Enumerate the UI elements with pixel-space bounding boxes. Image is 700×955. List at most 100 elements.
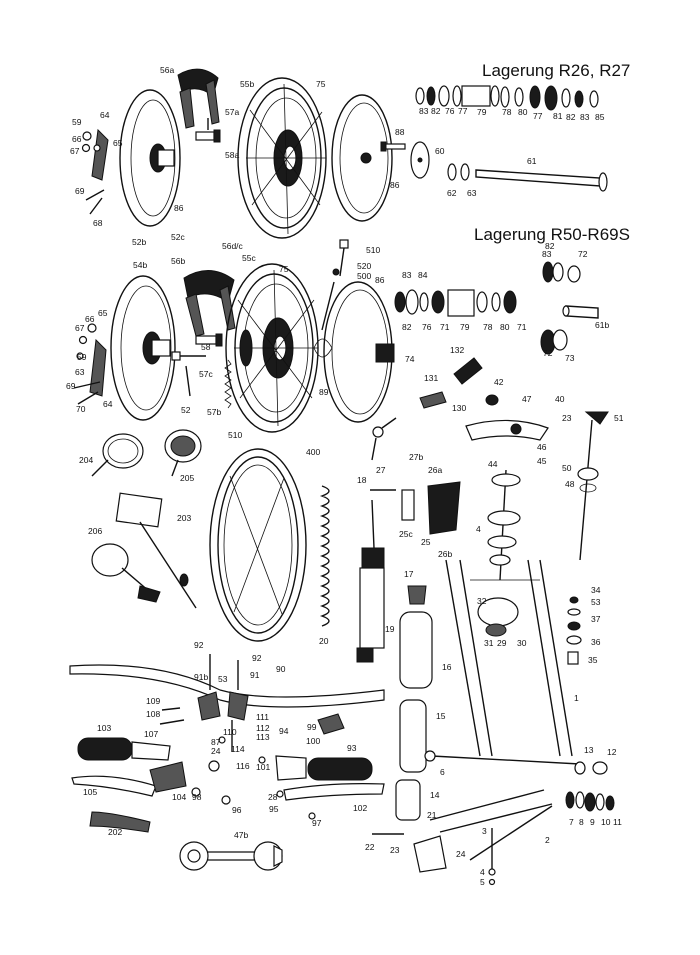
switch-104 (149, 761, 187, 793)
callout-100: 100 (306, 736, 320, 746)
lever-99 (317, 713, 345, 735)
callout-68: 68 (93, 218, 103, 228)
callout-34: 34 (591, 585, 601, 595)
callout-109: 109 (146, 696, 160, 706)
callout-83: 83 (580, 112, 590, 122)
callout-40: 40 (555, 394, 565, 404)
mirror-206 (91, 543, 161, 603)
callout-102: 102 (353, 803, 367, 813)
swing-arm-2 (372, 789, 553, 873)
callout-77: 77 (533, 111, 543, 121)
callout-82: 82 (545, 241, 555, 251)
callout-104: 104 (172, 792, 186, 802)
callout-80: 80 (500, 322, 510, 332)
callout-108: 108 (146, 709, 160, 719)
spacer-tube-61b (562, 305, 599, 319)
callout-25c: 25c (399, 529, 413, 539)
callout-96: 96 (232, 805, 242, 815)
callout-84: 84 (418, 270, 428, 280)
callout-75: 75 (316, 79, 326, 89)
callout-56b: 56b (171, 256, 185, 266)
callout-83: 83 (542, 249, 552, 259)
callout-55b: 55b (240, 79, 254, 89)
steering-damper-51 (577, 411, 609, 561)
callout-80: 80 (518, 107, 528, 117)
top-yoke-47 (465, 394, 549, 441)
callout-57a: 57a (225, 107, 239, 117)
callout-66: 66 (85, 314, 95, 324)
callout-4: 4 (476, 524, 481, 534)
callout-54b: 54b (133, 260, 147, 270)
callout-26b: 26b (438, 549, 452, 559)
callout-37: 37 (591, 614, 601, 624)
callout-206: 206 (88, 526, 102, 536)
callout-53: 53 (218, 674, 228, 684)
callout-203: 203 (177, 513, 191, 523)
callout-29: 29 (497, 638, 507, 648)
callout-45: 45 (537, 456, 547, 466)
shock-mount-25 (370, 481, 461, 535)
callout-62: 62 (447, 188, 457, 198)
callout-101: 101 (256, 762, 270, 772)
callout-85: 85 (595, 112, 605, 122)
washer-60 (410, 141, 430, 179)
callout-400: 400 (306, 447, 320, 457)
spacers-62-63 (447, 163, 470, 181)
fork-tube-16 (395, 611, 433, 821)
callout-65: 65 (98, 308, 108, 318)
callout-52c: 52c (171, 232, 185, 242)
callout-60: 60 (435, 146, 445, 156)
heading-bearing-r26-r27: Lagerung R26, R27 (482, 61, 630, 80)
clamps-91 (197, 654, 249, 752)
callout-58a: 58a (225, 150, 239, 160)
callout-90: 90 (276, 664, 286, 674)
callout-91: 91 (250, 670, 260, 680)
callout-130: 130 (452, 403, 466, 413)
callout-66: 66 (72, 134, 82, 144)
callout-23: 23 (390, 845, 400, 855)
callout-67: 67 (70, 146, 80, 156)
callout-114: 114 (231, 744, 245, 754)
callout-24: 24 (456, 849, 466, 859)
callout-36: 36 (591, 637, 601, 647)
callout-61: 61 (527, 156, 537, 166)
callout-500: 500 (357, 271, 371, 281)
steering-column-4 (487, 469, 521, 581)
callout-28: 28 (268, 792, 278, 802)
callout-112: 112 (256, 723, 270, 733)
callout-63: 63 (467, 188, 477, 198)
axle-6 (424, 750, 581, 765)
bearing-7-11 (565, 791, 615, 812)
callout-15: 15 (436, 711, 446, 721)
callout-64: 64 (100, 110, 110, 120)
callout-8: 8 (579, 817, 584, 827)
callout-14: 14 (430, 790, 440, 800)
bolt-88 (380, 141, 406, 152)
callout-82: 82 (402, 322, 412, 332)
small-parts-handlebar (159, 707, 316, 820)
lever-102 (283, 783, 385, 801)
callout-19: 19 (385, 624, 395, 634)
callout-79: 79 (460, 322, 470, 332)
callout-89: 89 (319, 387, 329, 397)
key-27 (371, 417, 397, 461)
callout-1: 1 (574, 693, 579, 703)
callout-25: 25 (421, 537, 431, 547)
mirror-205 (164, 429, 202, 477)
callout-55c: 55c (242, 253, 256, 263)
callout-132: 132 (450, 345, 464, 355)
rear-hub-drum-r26 (119, 89, 181, 227)
grip-103 (77, 737, 171, 761)
callout-9: 9 (590, 817, 595, 827)
callout-116: 116 (236, 761, 250, 771)
callout-47b: 47b (234, 830, 248, 840)
lever-assembly-64b (73, 323, 107, 405)
callout-93: 93 (347, 743, 357, 753)
callout-98: 98 (192, 792, 202, 802)
callout-44: 44 (488, 459, 498, 469)
bearing-row-r50 (394, 289, 517, 317)
callout-58: 58 (201, 342, 211, 352)
axle-61 (475, 169, 608, 192)
callout-88: 88 (395, 127, 405, 137)
